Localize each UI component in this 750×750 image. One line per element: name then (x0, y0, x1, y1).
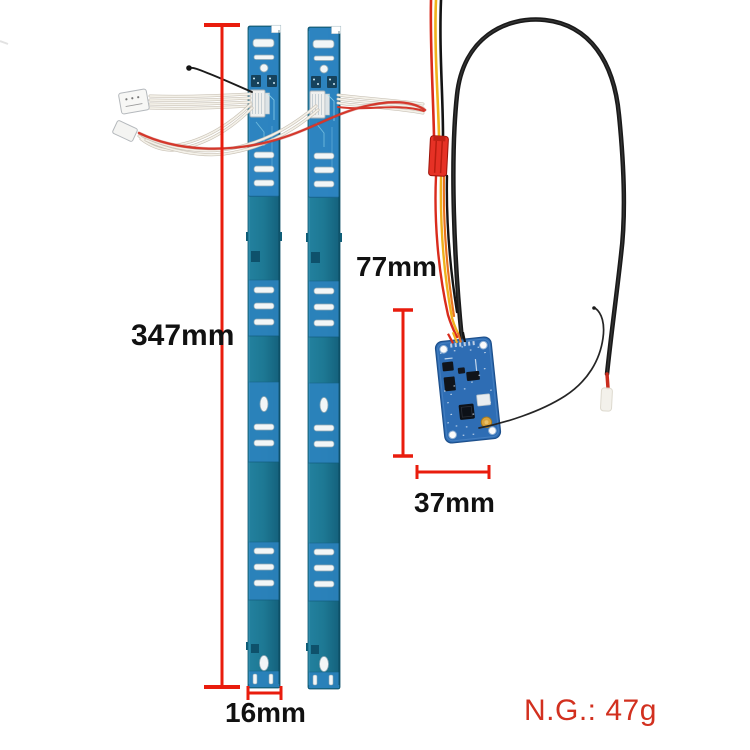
mounting-hole (488, 426, 497, 435)
small-white-plug (112, 120, 138, 142)
dimension-annotations (204, 23, 491, 700)
dim-line-37mm (415, 465, 491, 479)
strip-width-label: 16mm (225, 697, 306, 728)
controller-pcb (434, 331, 502, 444)
controller-wire-bundle (429, 0, 463, 340)
thermal-switch (118, 88, 150, 115)
jst-connector-red (428, 135, 449, 177)
ic-chip (466, 370, 480, 381)
photo-edge-artifact (0, 40, 9, 45)
black-wire-loop (451, 17, 627, 390)
mounting-hole (479, 340, 488, 350)
strip-length-label: 347mm (131, 319, 235, 352)
red-signal-wires (137, 100, 427, 151)
ic-chip (457, 367, 466, 374)
mounting-hole (448, 430, 457, 440)
thermistor-wire (186, 65, 253, 93)
dim-line-16mm (246, 686, 283, 700)
main-ic-chip (458, 403, 475, 420)
left-strip-wire-harness (112, 65, 320, 157)
mounting-hole (439, 345, 448, 354)
board-width-label: 37mm (414, 487, 495, 518)
board-length-label: 77mm (356, 251, 437, 282)
white-component (476, 393, 491, 407)
silkscreen-marks (439, 346, 492, 436)
ic-chip (443, 376, 456, 392)
ic-chip (442, 361, 454, 372)
wire-end-plug (600, 387, 613, 412)
antenna-wire (478, 306, 605, 429)
net-weight-label: N.G.: 47g (524, 694, 657, 727)
led-strip-pcb-left (245, 24, 283, 689)
dim-line-77mm (393, 308, 413, 458)
dim-line-347mm (204, 23, 240, 689)
